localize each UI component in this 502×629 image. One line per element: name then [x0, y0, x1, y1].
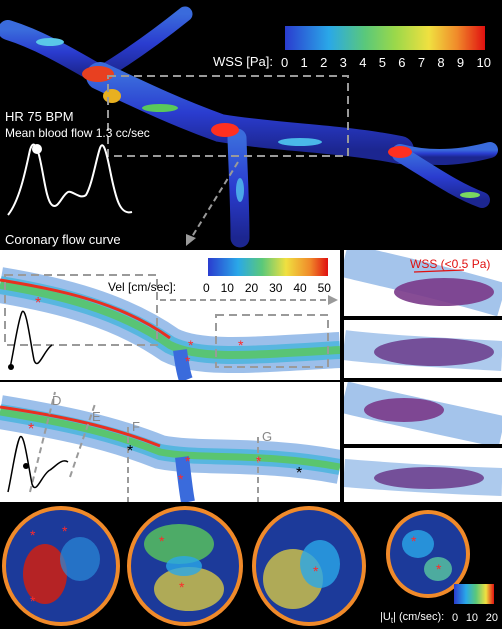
vortex-marker: *: [127, 443, 133, 460]
svg-text:*: *: [411, 533, 417, 549]
vel-tick: 40: [293, 281, 307, 295]
section-label-g: G: [262, 429, 273, 444]
wss-colorbar: [285, 26, 485, 50]
streamline-panel-lower: * * * * * * D E F G: [0, 382, 340, 502]
svg-text:*: *: [62, 523, 68, 539]
wss-tick: 7: [417, 55, 426, 70]
vortex-marker: *: [296, 465, 302, 482]
ut-tick: 10: [465, 612, 479, 624]
isosurface-panel-2: [344, 320, 502, 378]
isosurface-panel-3: [344, 382, 502, 444]
cross-section-d: * * *: [0, 504, 122, 629]
streamline-panel-upper: * * * * Vel [cm/sec]: 0 10 20: [0, 250, 340, 380]
wss-colorbar-ticks: 0 1 2 3 4 5 6 7 8 9 10: [281, 55, 491, 70]
cross-section-f: *: [248, 504, 370, 629]
ut-colorbar: [454, 584, 494, 604]
wss-colorbar-label: WSS [Pa]:: [213, 54, 273, 69]
svg-text:*: *: [30, 527, 36, 543]
svg-text:*: *: [159, 533, 165, 549]
wss-tick: 1: [300, 55, 308, 70]
recirculation-marker: *: [256, 453, 262, 469]
isosurface-panel-4: [344, 448, 502, 502]
recirculation-marker: *: [35, 295, 41, 312]
section-label-e: E: [92, 409, 101, 424]
cross-section-streamlines: * *: [127, 506, 243, 626]
ut-colorbar-label: |Ut| (cm/sec):: [380, 612, 444, 625]
ut-tick: 0: [452, 612, 459, 624]
wss-tick: 5: [378, 55, 386, 70]
ut-label-sub: t: [390, 616, 394, 626]
svg-text:*: *: [30, 593, 36, 609]
low-wss-callout: WSS (<0.5 Pa): [410, 257, 491, 271]
coronary-flow-curve-label: Coronary flow curve: [5, 232, 121, 247]
section-label-d: D: [52, 393, 62, 408]
svg-text:*: *: [313, 563, 319, 579]
vel-tick: 50: [317, 281, 331, 295]
svg-text:*: *: [179, 579, 185, 595]
top-panel: WSS [Pa]: 0 1 2 3 4 5 6 7 8 9 10 HR 75 B…: [0, 0, 502, 250]
recirculation-marker: *: [185, 353, 191, 369]
cross-section-streamlines: *: [252, 506, 366, 626]
velocity-colorbar-ticks: 0 10 20 30 40 50: [203, 281, 331, 295]
heart-rate-text: HR 75 BPM: [5, 109, 74, 124]
ut-tick: 20: [485, 612, 498, 624]
low-wss-isosurface: [344, 382, 502, 444]
wss-tick: 8: [437, 55, 445, 70]
recirculation-marker: *: [185, 453, 191, 469]
wss-tick: 0: [281, 55, 289, 70]
ut-label-unit: | (cm/sec):: [393, 611, 445, 623]
low-wss-isosurface: [344, 330, 502, 371]
velocity-streamlines-upper: * * * *: [0, 267, 340, 380]
recirculation-marker: *: [178, 471, 184, 487]
recirculation-marker: *: [238, 337, 244, 353]
velocity-colorbar: [208, 258, 328, 276]
cross-section-streamlines: * * *: [2, 506, 120, 626]
wss-tick: 10: [476, 55, 491, 70]
wss-tick: 9: [456, 55, 465, 70]
ut-label-main: |U: [380, 611, 391, 623]
vel-tick: 20: [244, 281, 259, 295]
velocity-colorbar-label: Vel [cm/sec]:: [108, 280, 177, 294]
svg-text:*: *: [436, 561, 442, 577]
low-wss-isosurface: [344, 250, 502, 316]
mean-blood-flow-text: Mean blood flow 1.3 cc/sec: [5, 126, 150, 140]
section-label-f: F: [132, 419, 140, 434]
wss-tick: 6: [398, 55, 406, 70]
velocity-streamlines-lower: * * * * * *: [0, 391, 340, 502]
vel-tick: 10: [220, 281, 234, 295]
wss-tick: 2: [320, 55, 328, 70]
cross-section-streamlines: * *: [386, 510, 470, 598]
cross-section-e: * *: [124, 504, 246, 629]
isosurface-panel-1: WSS (<0.5 Pa): [344, 250, 502, 316]
vel-tick: 30: [269, 281, 283, 295]
recirculation-marker: *: [188, 337, 194, 353]
recirculation-marker: *: [28, 421, 34, 438]
wss-tick: 3: [339, 55, 347, 70]
low-wss-isosurface: [344, 459, 502, 496]
cross-section-g: * * |Ut| (cm/sec): 0 10 20: [376, 504, 502, 629]
wss-tick: 4: [359, 55, 367, 70]
vel-tick: 0: [203, 281, 210, 295]
ut-colorbar-ticks: 0 10 20: [452, 612, 498, 624]
artery-3d-wss: [0, 6, 498, 248]
